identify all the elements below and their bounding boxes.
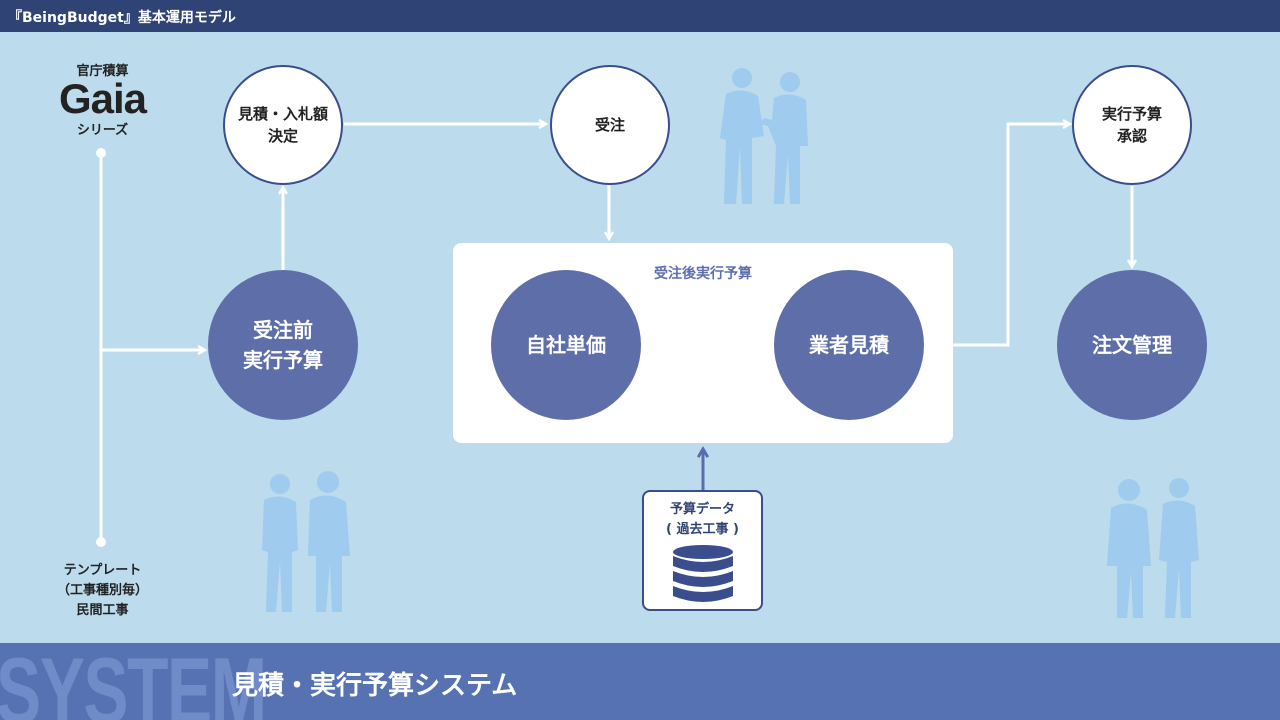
database-icon bbox=[673, 545, 733, 602]
node-estimate-decision: 見積・入札額 決定 bbox=[223, 65, 343, 185]
node-order-received: 受注 bbox=[550, 65, 670, 185]
people-silhouette-icon bbox=[262, 471, 350, 612]
footer-title: 見積・実行予算システム bbox=[232, 671, 518, 701]
people-silhouette-icon bbox=[720, 68, 808, 204]
header-title: 『BeingBudget』基本運用モデル bbox=[8, 10, 236, 26]
database-label: 予算データ ( 過去工事 ) bbox=[666, 502, 739, 537]
template-dot bbox=[96, 537, 106, 547]
node-exec-budget-approval: 実行予算 承認 bbox=[1072, 65, 1192, 185]
budget-database-box: 予算データ ( 過去工事 ) bbox=[642, 490, 763, 611]
node-pre-order-budget: 受注前 実行予算 bbox=[208, 270, 358, 420]
node-own-unit-price: 自社単価 bbox=[491, 270, 641, 420]
people-silhouette-icon bbox=[1107, 478, 1199, 618]
gaia-bottom-label: シリーズ bbox=[76, 123, 129, 138]
gaia-top-label: 官庁積算 bbox=[76, 64, 129, 79]
gaia-logo: Gaia bbox=[58, 75, 147, 122]
panel-label: 受注後実行予算 bbox=[654, 266, 752, 282]
footer-watermark: SYSTEM bbox=[0, 643, 267, 720]
node-order-management: 注文管理 bbox=[1057, 270, 1207, 420]
header-bar: 『BeingBudget』基本運用モデル bbox=[0, 0, 1280, 32]
arrow-to-budget-approval bbox=[953, 124, 1069, 347]
node-vendor-estimate: 業者見積 bbox=[774, 270, 924, 420]
source-dot bbox=[96, 148, 106, 158]
footer-bar: SYSTEM 見積・実行予算システム bbox=[0, 643, 1280, 720]
gaia-source: 官庁積算 Gaia シリーズ bbox=[40, 60, 165, 138]
template-label: テンプレート （工事種別毎） 民間工事 bbox=[56, 563, 148, 618]
